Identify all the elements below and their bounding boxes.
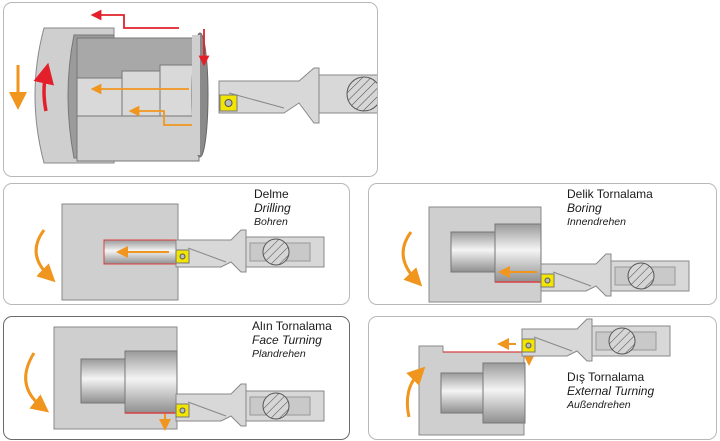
operation-labels: Dış Tornalama External Turning Außendreh… [567,370,655,411]
operation-panel-face-turning[interactable]: Alın Tornalama Face Turning Plandrehen [3,316,350,440]
label-english: Drilling [254,200,291,215]
workpiece [34,27,209,164]
operation-panel-boring[interactable]: Delik Tornalama Boring Innendrehen [368,183,717,305]
tool-shank-section-icon [262,238,290,266]
turned-step [440,372,486,414]
operation-labels: Delik Tornalama Boring Innendrehen [567,187,653,228]
turned-diameter [482,362,526,424]
label-turkish: Dış Tornalama [567,370,645,384]
turned-step [80,358,128,404]
turned-face [124,350,178,414]
operation-panel-drilling[interactable]: Delme Drilling Bohren [3,183,350,305]
operation-labels: Alın Tornalama Face Turning Plandrehen [252,319,332,360]
operation-illustration [34,203,325,301]
rotation-arrow-icon [405,366,426,418]
label-german: Plandrehen [252,347,306,360]
rotation-arrow-icon [34,229,56,283]
label-turkish: Alın Tornalama [252,319,332,333]
tool-shank-section-icon [608,327,636,355]
cutting-tool [540,253,690,297]
operation-illustration [405,318,671,436]
cutting-tool [521,318,671,362]
bore-step [450,231,496,273]
rotation-arrow-red-icon [33,62,54,112]
rotation-arrow-icon [401,231,423,287]
turning-overview-panel [3,2,378,177]
feed-arrow-icon [128,105,192,126]
label-turkish: Delme [254,187,289,201]
operation-labels: Delme Drilling Bohren [254,187,291,228]
tool-shank-section-icon [262,392,290,420]
label-turkish: Delik Tornalama [567,187,653,201]
label-english: Face Turning [252,332,322,347]
operation-illustration [24,326,325,431]
cutting-tool [175,383,325,427]
label-german: Bohren [254,215,288,228]
operation-illustration [401,206,690,303]
label-english: External Turning [567,383,655,398]
cutting-tool [218,67,377,124]
tool-shank-section-icon [627,262,655,290]
bore [494,223,542,283]
label-english: Boring [567,200,602,215]
label-german: Innendrehen [567,215,626,228]
cutting-tool [175,229,325,273]
label-german: Außendrehen [567,398,631,411]
turning-overview-illustration [9,9,377,164]
rotation-arrow-icon [24,352,50,413]
cut-path-arrow-icon [90,9,179,29]
operation-panel-external-turning[interactable]: Dış Tornalama External Turning Außendreh… [368,316,717,440]
